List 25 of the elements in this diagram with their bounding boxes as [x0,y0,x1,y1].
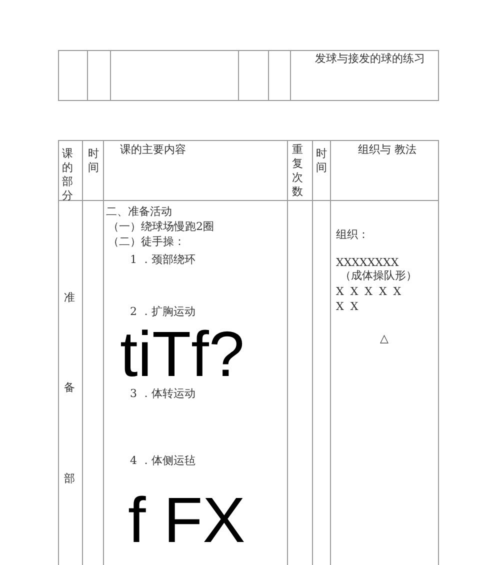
organization-text: 组织： [336,228,369,241]
organization-text: X X [336,300,358,313]
lesson-text: 2 ．扩胸运动 [130,305,196,318]
lesson-text: （一）绕球场慢跑2圈 [108,220,214,233]
lesson-text: （二）徒手操： [108,235,185,248]
garbled-text: f FX [128,488,246,552]
garbled-text: tiTf? [120,322,244,386]
header-text: 时间 [88,147,100,175]
organization-text: XXXXXXXX [336,256,399,269]
lesson-text: 二、准备活动 [106,205,172,218]
lesson-text: 3 ．体转运动 [130,387,196,400]
organization-text: X X X X X [336,285,402,298]
section-label: 备 [64,381,75,394]
lesson-text: 4 ．体侧运毡 [130,454,196,467]
organization-text: （成体操队形） [340,269,417,282]
header-text: 课的部分 [62,147,74,203]
header-text: 重复次数 [292,143,304,199]
header-text: 组织与 教法 [358,143,416,156]
header-text: 时间 [316,147,328,175]
lesson-title: 发球与接发的球的练习 [315,52,425,65]
section-label: 准 [64,291,75,304]
section-label: 部 [64,472,75,485]
lesson-text: 1 ．颈部绕环 [130,253,196,266]
header-text: 课的主要内容 [120,143,186,156]
triangle-symbol: △ [380,332,388,345]
